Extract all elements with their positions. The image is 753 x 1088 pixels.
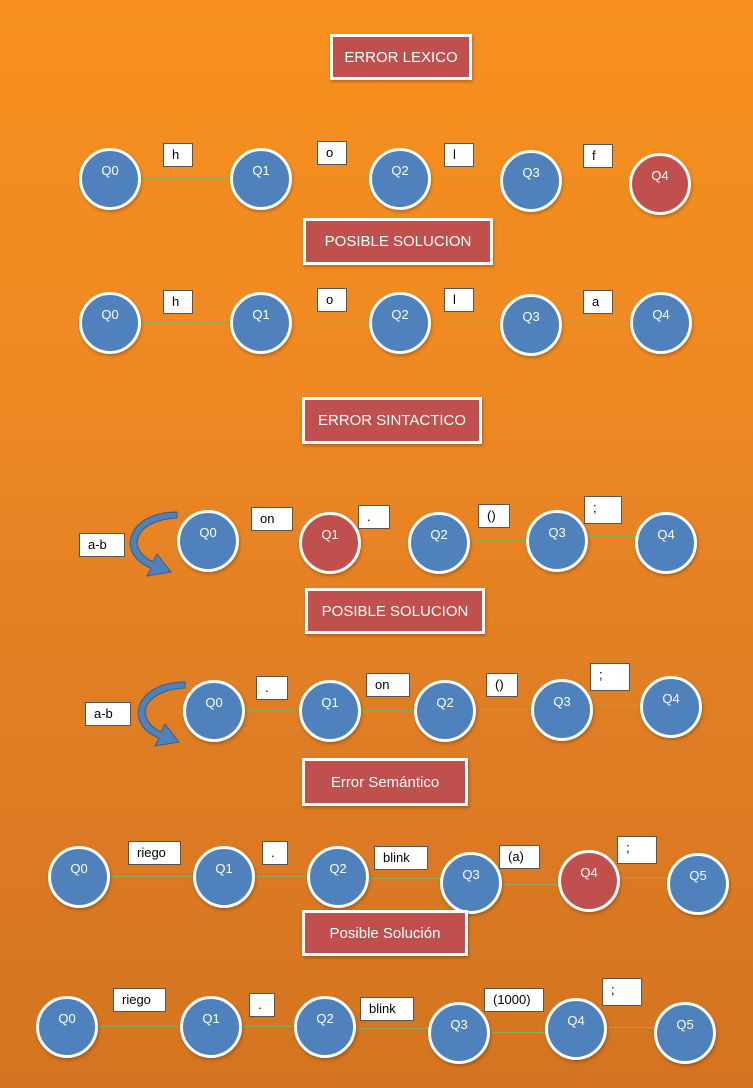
transition-edge [428, 321, 502, 322]
state-node-q0: Q0 [79, 292, 141, 354]
transition-edge [353, 1028, 431, 1029]
transition-edge [289, 321, 371, 322]
transition-edge [586, 536, 638, 537]
transition-label: . [256, 676, 288, 700]
state-node-q5: Q5 [654, 1002, 716, 1064]
error-state-node-q4: Q4 [558, 850, 620, 912]
transition-edge [94, 1026, 184, 1027]
transition-edge [359, 710, 417, 711]
transition-edge [487, 1032, 549, 1033]
state-node-q0: Q0 [183, 680, 245, 742]
transition-label: blink [360, 997, 414, 1021]
state-node-q5: Q5 [667, 853, 729, 915]
self-loop-arrow [137, 681, 186, 747]
state-node-q4: Q4 [630, 292, 692, 354]
transition-label: riego [128, 841, 181, 865]
transition-edge [617, 877, 669, 878]
state-node-q0: Q0 [36, 996, 98, 1058]
transition-edge [357, 541, 410, 542]
transition-label: blink [374, 846, 428, 870]
transition-edge [559, 321, 632, 322]
loop-label: a-b [85, 702, 131, 726]
state-node-q0: Q0 [79, 148, 141, 210]
title-posible-solucion-semantico: Posible Solución [302, 910, 468, 956]
state-node-q3: Q3 [531, 679, 593, 741]
state-node-q1: Q1 [230, 292, 292, 354]
transition-label: on [366, 673, 410, 697]
transition-edge [234, 541, 302, 542]
transition-label: h [163, 290, 193, 314]
state-node-q1: Q1 [193, 846, 255, 908]
transition-label: l [444, 288, 474, 312]
transition-label: l [444, 143, 474, 167]
transition-edge [289, 177, 371, 178]
state-node-q2: Q2 [294, 996, 356, 1058]
transition-label: ; [617, 836, 657, 864]
loop-label: a-b [79, 533, 125, 557]
transition-label: o [317, 288, 347, 312]
transition-edge [366, 878, 442, 879]
transition-label: . [262, 841, 288, 865]
transition-edge [239, 1026, 297, 1027]
transition-edge [428, 177, 502, 178]
transition-label: ; [584, 496, 622, 524]
title-error-semantico: Error Semántico [302, 758, 468, 806]
transition-edge [137, 322, 232, 323]
transition-label: () [486, 673, 518, 697]
title-posible-solucion-lexico: POSIBLE SOLUCION [303, 218, 493, 265]
error-state-node-q4: Q4 [629, 153, 691, 215]
state-node-q2: Q2 [307, 846, 369, 908]
state-node-q2: Q2 [414, 680, 476, 742]
title-posible-solucion-sintactico: POSIBLE SOLUCION [305, 588, 485, 634]
transition-edge [604, 1027, 658, 1028]
transition-label: . [249, 993, 275, 1017]
transition-edge [240, 710, 302, 711]
state-node-q3: Q3 [428, 1002, 490, 1064]
transition-label: ; [590, 663, 630, 691]
state-node-q3: Q3 [500, 294, 562, 356]
state-node-q2: Q2 [408, 512, 470, 574]
transition-edge [559, 179, 631, 180]
transition-edge [251, 876, 309, 877]
state-node-q3: Q3 [440, 852, 502, 914]
transition-label: on [251, 507, 293, 531]
state-node-q4: Q4 [640, 676, 702, 738]
title-error-lexico: ERROR LEXICO [330, 34, 472, 80]
error-state-node-q1: Q1 [299, 512, 361, 574]
transition-edge [474, 709, 534, 710]
transition-edge [499, 884, 561, 885]
transition-label: a [583, 290, 613, 314]
transition-label: . [358, 505, 390, 529]
state-node-q3: Q3 [500, 150, 562, 212]
transition-label: f [583, 144, 613, 168]
transition-label: (a) [499, 845, 540, 869]
self-loop-arrow [129, 511, 178, 577]
state-node-q1: Q1 [299, 680, 361, 742]
transition-label: h [163, 143, 193, 167]
transition-label: (1000) [484, 988, 544, 1012]
state-node-q0: Q0 [177, 510, 239, 572]
state-node-q1: Q1 [180, 996, 242, 1058]
title-error-sintactico: ERROR SINTACTICO [302, 397, 482, 444]
transition-edge [467, 540, 529, 541]
state-node-q2: Q2 [369, 292, 431, 354]
state-node-q0: Q0 [48, 846, 110, 908]
transition-label: o [317, 141, 347, 165]
state-node-q4: Q4 [635, 512, 697, 574]
transition-label: ; [602, 978, 642, 1006]
transition-edge [137, 178, 232, 179]
state-node-q4: Q4 [545, 998, 607, 1060]
state-node-q3: Q3 [526, 510, 588, 572]
state-node-q1: Q1 [230, 148, 292, 210]
transition-edge [106, 876, 196, 877]
transition-label: () [478, 504, 510, 528]
transition-label: riego [113, 988, 166, 1012]
transition-edge [591, 705, 643, 706]
state-node-q2: Q2 [369, 148, 431, 210]
